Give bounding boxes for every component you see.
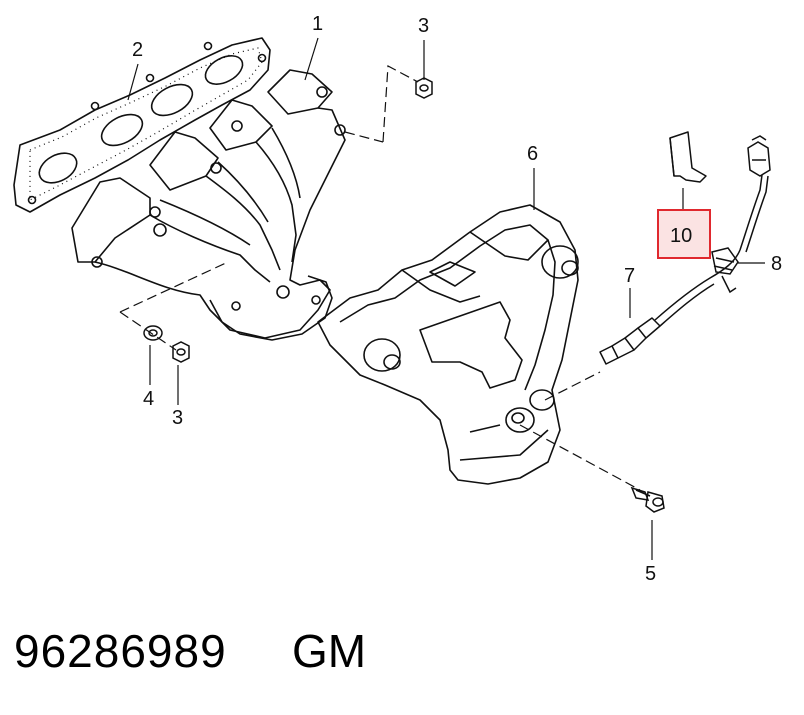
exhaust-manifold — [71, 69, 346, 341]
nut-top — [415, 77, 433, 99]
manifold-gasket — [13, 37, 271, 213]
washer — [143, 325, 163, 341]
callout-6: 6 — [527, 143, 538, 165]
callout-3-bottom: 3 — [172, 407, 183, 429]
callout-3-top: 3 — [418, 15, 429, 37]
leader-lines — [119, 37, 765, 560]
bracket — [669, 131, 707, 183]
sensor-connector — [747, 135, 771, 177]
callout-1: 1 — [312, 13, 323, 35]
bolt — [630, 486, 665, 513]
highlight-box-10 — [657, 209, 711, 259]
oxygen-sensor — [599, 174, 769, 365]
callout-10: 10 — [670, 225, 692, 247]
heat-shield — [317, 204, 579, 485]
brand-label: GM — [292, 625, 367, 677]
callout-8: 8 — [771, 253, 782, 275]
callout-5: 5 — [645, 563, 656, 585]
callout-7: 7 — [624, 265, 635, 287]
nut-bottom — [172, 341, 190, 363]
part-number: 96286989 — [14, 625, 227, 677]
callout-2: 2 — [132, 39, 143, 61]
callout-4: 4 — [143, 388, 154, 410]
clip — [711, 247, 739, 294]
